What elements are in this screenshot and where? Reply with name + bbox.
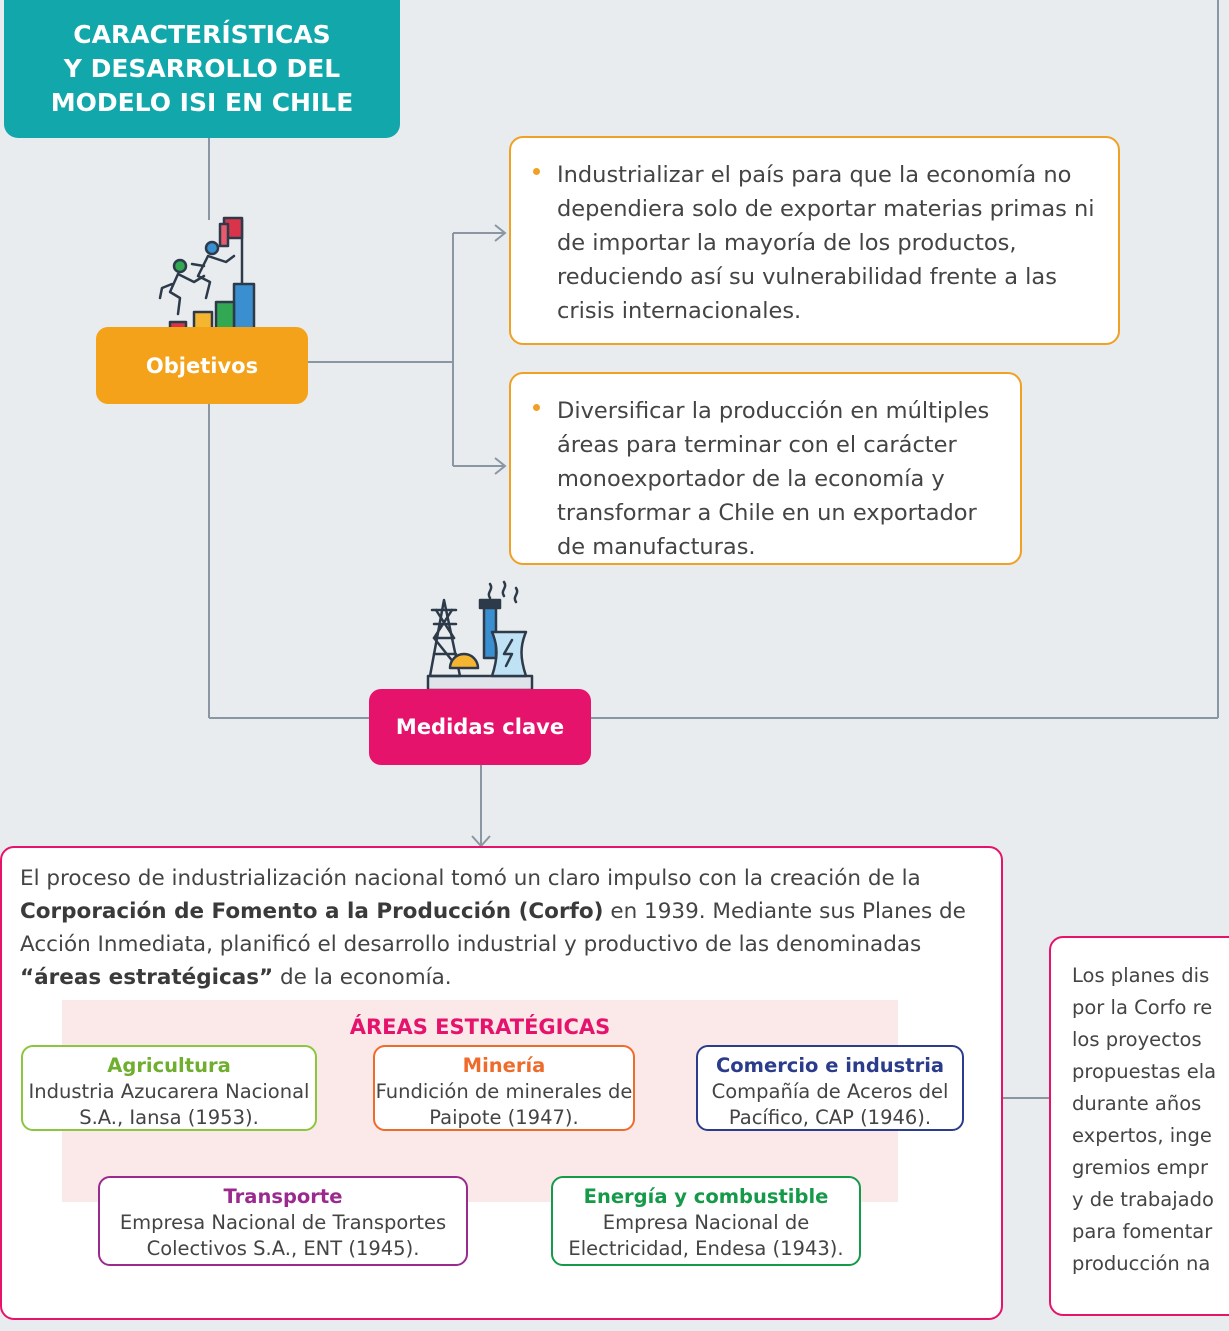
corfo-bold-1: Corporación de Fomento a la Producción (… <box>20 899 604 924</box>
area-text: Industria Azucarera Nacional S.A., Iansa… <box>28 1080 310 1129</box>
area-heading: Transporte <box>223 1185 343 1208</box>
area-energia: Energía y combustible Empresa Nacional d… <box>551 1176 861 1266</box>
corfo-text-3: de la economía. <box>273 965 452 990</box>
side-line: Los planes dis <box>1072 964 1210 987</box>
area-mineria: Minería Fundición de minerales de Paipot… <box>373 1045 635 1131</box>
area-heading: Agricultura <box>107 1054 231 1077</box>
area-text: Empresa Nacional de Transportes Colectiv… <box>119 1211 447 1260</box>
power-plant-icon <box>426 580 534 692</box>
objective-box-1: Industrializar el país para que la econo… <box>509 136 1120 345</box>
corfo-text-1: El proceso de industrialización nacional… <box>20 866 921 891</box>
side-line: expertos, inge <box>1072 1124 1212 1147</box>
side-line: los proyectos <box>1072 1028 1202 1051</box>
side-line: para fomentar <box>1072 1220 1213 1243</box>
side-line: propuestas ela <box>1072 1060 1217 1083</box>
side-line: por la Corfo re <box>1072 996 1213 1019</box>
area-agricultura: Agricultura Industria Azucarera Nacional… <box>21 1045 317 1131</box>
area-heading: Minería <box>462 1054 546 1077</box>
area-heading: Energía y combustible <box>583 1185 829 1208</box>
objetivos-label: Objetivos <box>96 327 308 404</box>
area-heading: Comercio e industria <box>715 1054 945 1077</box>
corfo-bold-2: “áreas estratégicas” <box>20 965 274 990</box>
objective-text-2: Diversificar la producción en múltiples … <box>557 398 990 560</box>
area-comercio-industria: Comercio e industria Compañía de Aceros … <box>696 1045 964 1131</box>
side-line: producción na <box>1072 1252 1211 1275</box>
objective-box-2: Diversificar la producción en múltiples … <box>509 372 1022 565</box>
area-text: Fundición de minerales de Paipote (1947)… <box>375 1080 633 1129</box>
area-text: Empresa Nacional de Electricidad, Endesa… <box>568 1211 844 1260</box>
bullet-icon <box>533 404 540 411</box>
corfo-paragraph: El proceso de industrialización nacional… <box>20 862 970 994</box>
climbing-goal-icon <box>158 216 256 332</box>
medidas-label: Medidas clave <box>369 689 591 765</box>
title-line-1: CARACTERÍSTICAS <box>73 20 331 49</box>
corfo-text-2: en 1939. Mediante sus Planes de Acción I… <box>20 899 966 957</box>
areas-title: ÁREAS ESTRATÉGICAS <box>349 1015 611 1039</box>
title-line-2: Y DESARROLLO DEL <box>63 54 341 83</box>
side-line: gremios empr <box>1072 1156 1209 1179</box>
side-line: durante años <box>1072 1092 1202 1115</box>
bullet-icon <box>533 168 540 175</box>
side-box <box>1049 936 1229 1316</box>
side-text: Los planes dis por la Corfo re los proye… <box>1072 960 1229 1280</box>
area-transporte: Transporte Empresa Nacional de Transport… <box>98 1176 468 1266</box>
objective-text-1: Industrializar el país para que la econo… <box>557 162 1095 324</box>
main-title: CARACTERÍSTICAS Y DESARROLLO DEL MODELO … <box>4 0 400 138</box>
side-line: y de trabajado <box>1072 1188 1214 1211</box>
area-text: Compañía de Aceros del Pacífico, CAP (19… <box>711 1080 949 1129</box>
title-line-3: MODELO ISI EN CHILE <box>50 88 354 117</box>
